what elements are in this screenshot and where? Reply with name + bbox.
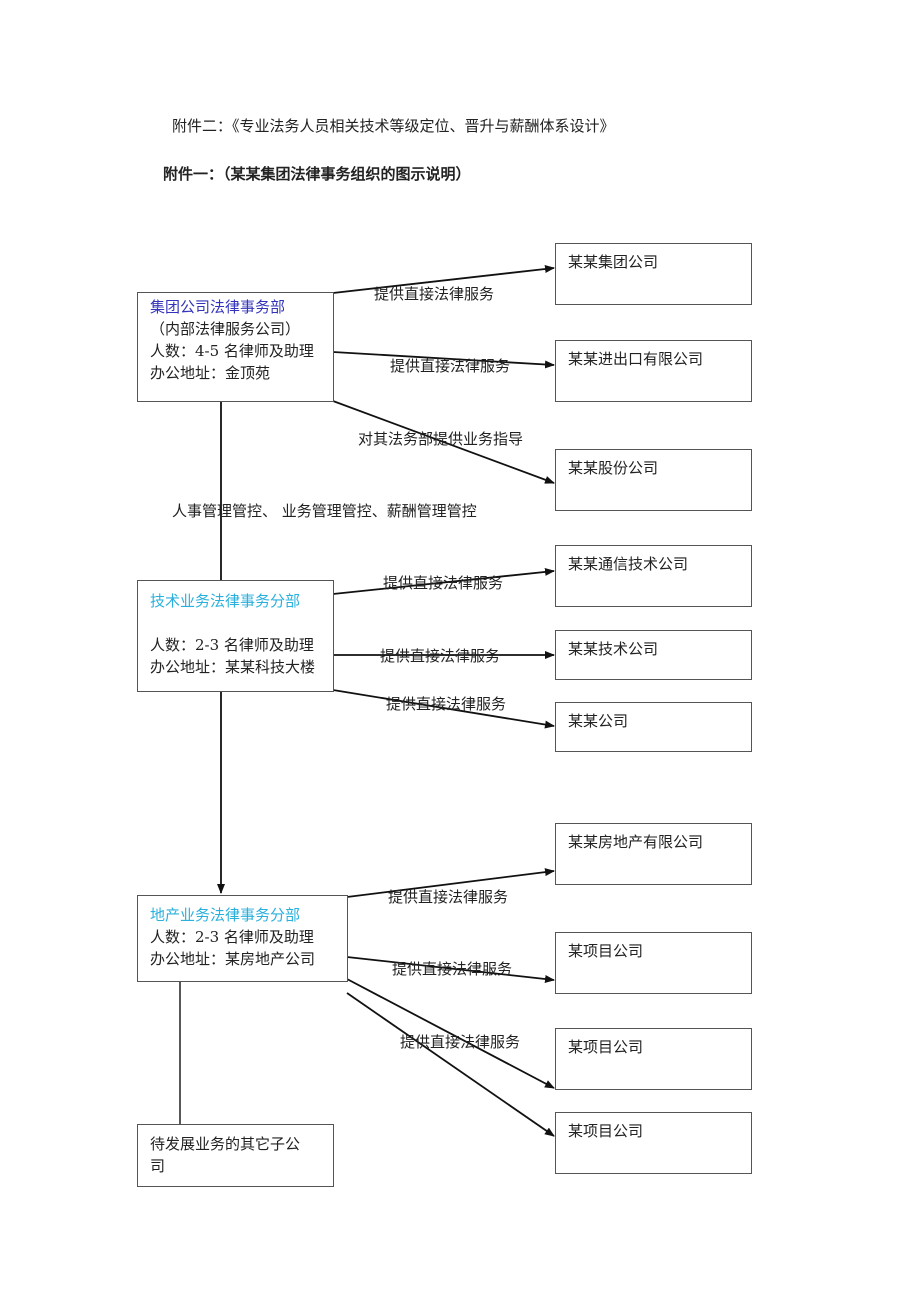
tech-dept-address: 办公地址：某某科技大楼: [150, 658, 316, 676]
realestate-legal-dept-box: 地产业务法律事务分部 人数：2-3 名律师及助理 办公地址：某房地产公司: [137, 895, 348, 982]
entity-box: 某某公司: [555, 702, 752, 752]
entity-box: 某某股份公司: [555, 449, 752, 511]
pending-line-2: 司: [150, 1157, 166, 1175]
group-dept-address: 办公地址：金顶苑: [150, 364, 271, 382]
entity-label: 某项目公司: [568, 1038, 644, 1056]
arrow-tech-to-mougongsi: [332, 689, 555, 729]
edge-label: 提供直接法律服务: [400, 1033, 521, 1051]
realestate-dept-staff: 人数：2-3 名律师及助理: [150, 928, 314, 946]
edge-label: 对其法务部提供业务指导: [358, 430, 524, 448]
entity-box: 某某进出口有限公司: [555, 340, 752, 402]
entity-box: 某某技术公司: [555, 630, 752, 680]
attachment-one-heading: 附件一：（某某集团法律事务组织的图示说明）: [163, 165, 471, 183]
tech-dept-staff: 人数：2-3 名律师及助理: [150, 636, 314, 654]
entity-box: 某项目公司: [555, 1028, 752, 1090]
entity-label: 某某通信技术公司: [568, 555, 689, 573]
entity-label: 某某集团公司: [568, 253, 659, 271]
arrow-group-to-gufen: [332, 400, 555, 484]
arrow-re-to-xiangmu-3: [346, 992, 555, 1137]
entity-box: 某某集团公司: [555, 243, 752, 305]
arrow-group-to-jituan: [332, 265, 555, 294]
attachment-two-heading: 附件二：《专业法务人员相关技术等级定位、晋升与薪酬体系设计》: [172, 117, 615, 135]
entity-box: 某某房地产有限公司: [555, 823, 752, 885]
edge-label: 提供直接法律服务: [374, 285, 495, 303]
group-dept-title: 集团公司法律事务部: [150, 298, 286, 316]
edge-label: 提供直接法律服务: [380, 647, 501, 665]
pending-subsidiary-box: 待发展业务的其它子公 司: [137, 1124, 334, 1187]
entity-label: 某某房地产有限公司: [568, 833, 704, 851]
entity-label: 某项目公司: [568, 1122, 644, 1140]
realestate-dept-address: 办公地址：某房地产公司: [150, 950, 316, 968]
entity-box: 某某通信技术公司: [555, 545, 752, 607]
entity-label: 某某技术公司: [568, 640, 659, 658]
entity-box: 某项目公司: [555, 932, 752, 994]
entity-label: 某某公司: [568, 712, 629, 730]
control-label: 人事管理管控、 业务管理管控、薪酬管理管控: [172, 502, 477, 520]
group-legal-dept-box: 集团公司法律事务部 （内部法律服务公司） 人数：4-5 名律师及助理 办公地址：…: [137, 292, 334, 402]
edge-label: 提供直接法律服务: [390, 357, 511, 375]
arrow-re-to-xiangmu-1: [346, 956, 555, 983]
edge-label: 提供直接法律服务: [388, 888, 509, 906]
tech-dept-title: 技术业务法律事务分部: [150, 592, 301, 610]
entity-label: 某项目公司: [568, 942, 644, 960]
pending-line-1: 待发展业务的其它子公: [150, 1135, 301, 1153]
arrow-re-to-xiangmu-2: [346, 978, 555, 1089]
arrow-re-to-fangdichan: [346, 868, 555, 898]
entity-label: 某某股份公司: [568, 459, 659, 477]
edge-label: 提供直接法律服务: [392, 960, 513, 978]
group-dept-subtitle: （内部法律服务公司）: [150, 320, 301, 338]
tech-legal-dept-box: 技术业务法律事务分部 人数：2-3 名律师及助理 办公地址：某某科技大楼: [137, 580, 334, 692]
edge-label: 提供直接法律服务: [383, 574, 504, 592]
entity-label: 某某进出口有限公司: [568, 350, 704, 368]
arrow-tech-to-tongxin: [332, 567, 555, 595]
entity-box: 某项目公司: [555, 1112, 752, 1174]
realestate-dept-title: 地产业务法律事务分部: [150, 906, 301, 924]
arrow-group-to-jinchukou: [332, 351, 555, 369]
group-dept-staff: 人数：4-5 名律师及助理: [150, 342, 314, 360]
edge-label: 提供直接法律服务: [386, 695, 507, 713]
